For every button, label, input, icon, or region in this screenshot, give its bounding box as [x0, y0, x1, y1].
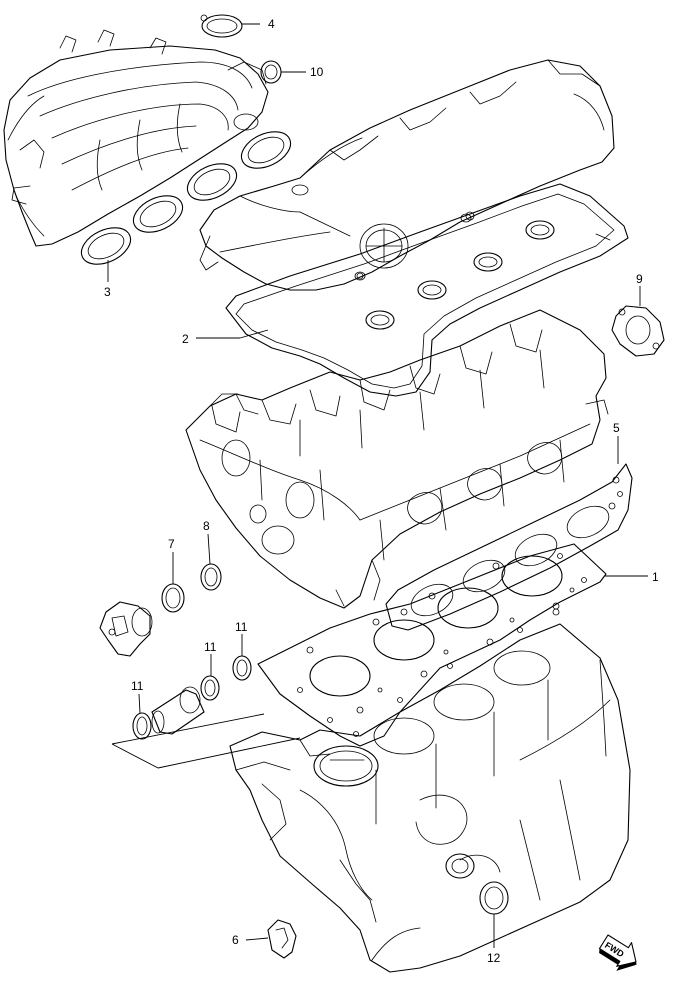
callout-10: 10: [310, 65, 324, 79]
water-pipe[interactable]: [151, 686, 205, 735]
seal-ring-10[interactable]: [260, 60, 282, 84]
cylinder-head-gasket[interactable]: [257, 543, 607, 747]
cylinder-head-cover-gasket[interactable]: [225, 183, 629, 397]
callout-9: 9: [636, 272, 643, 286]
o-ring-11-right[interactable]: [232, 655, 252, 681]
callout-1: 1: [652, 570, 659, 584]
o-ring-7[interactable]: [161, 583, 185, 613]
callout-8: 8: [203, 519, 210, 533]
leader-lines: [107, 23, 648, 948]
callout-11-right: 11: [235, 620, 248, 634]
intake-manifold[interactable]: [3, 29, 269, 247]
gasket-6[interactable]: [267, 919, 297, 959]
callout-3: 3: [104, 285, 111, 299]
seal-ring-12[interactable]: [479, 881, 509, 915]
intake-manifold-gasket[interactable]: [76, 125, 297, 272]
o-ring-8[interactable]: [200, 563, 222, 591]
callout-4: 4: [268, 17, 275, 31]
cylinder-block[interactable]: [229, 623, 631, 973]
callout-7: 7: [168, 537, 175, 551]
fwd-arrow-icon: FWD: [598, 934, 637, 971]
water-outlet-gasket[interactable]: [611, 305, 665, 357]
callout-12: 12: [487, 951, 501, 965]
callout-2: 2: [182, 332, 189, 346]
assembly-bracket-line: [111, 713, 301, 769]
o-ring-11-middle[interactable]: [200, 675, 220, 701]
callout-11-middle: 11: [204, 640, 217, 654]
callout-11-left: 11: [131, 679, 144, 693]
callout-6: 6: [232, 933, 239, 947]
callout-5: 5: [613, 421, 620, 435]
o-ring-11-left[interactable]: [132, 712, 152, 740]
cylinder-head[interactable]: [185, 309, 609, 609]
cylinder-head-cover[interactable]: [199, 59, 615, 291]
exhaust-manifold-gasket[interactable]: [385, 463, 633, 631]
throttle-body-gasket[interactable]: [200, 14, 243, 38]
thermostat-housing[interactable]: [99, 601, 153, 657]
